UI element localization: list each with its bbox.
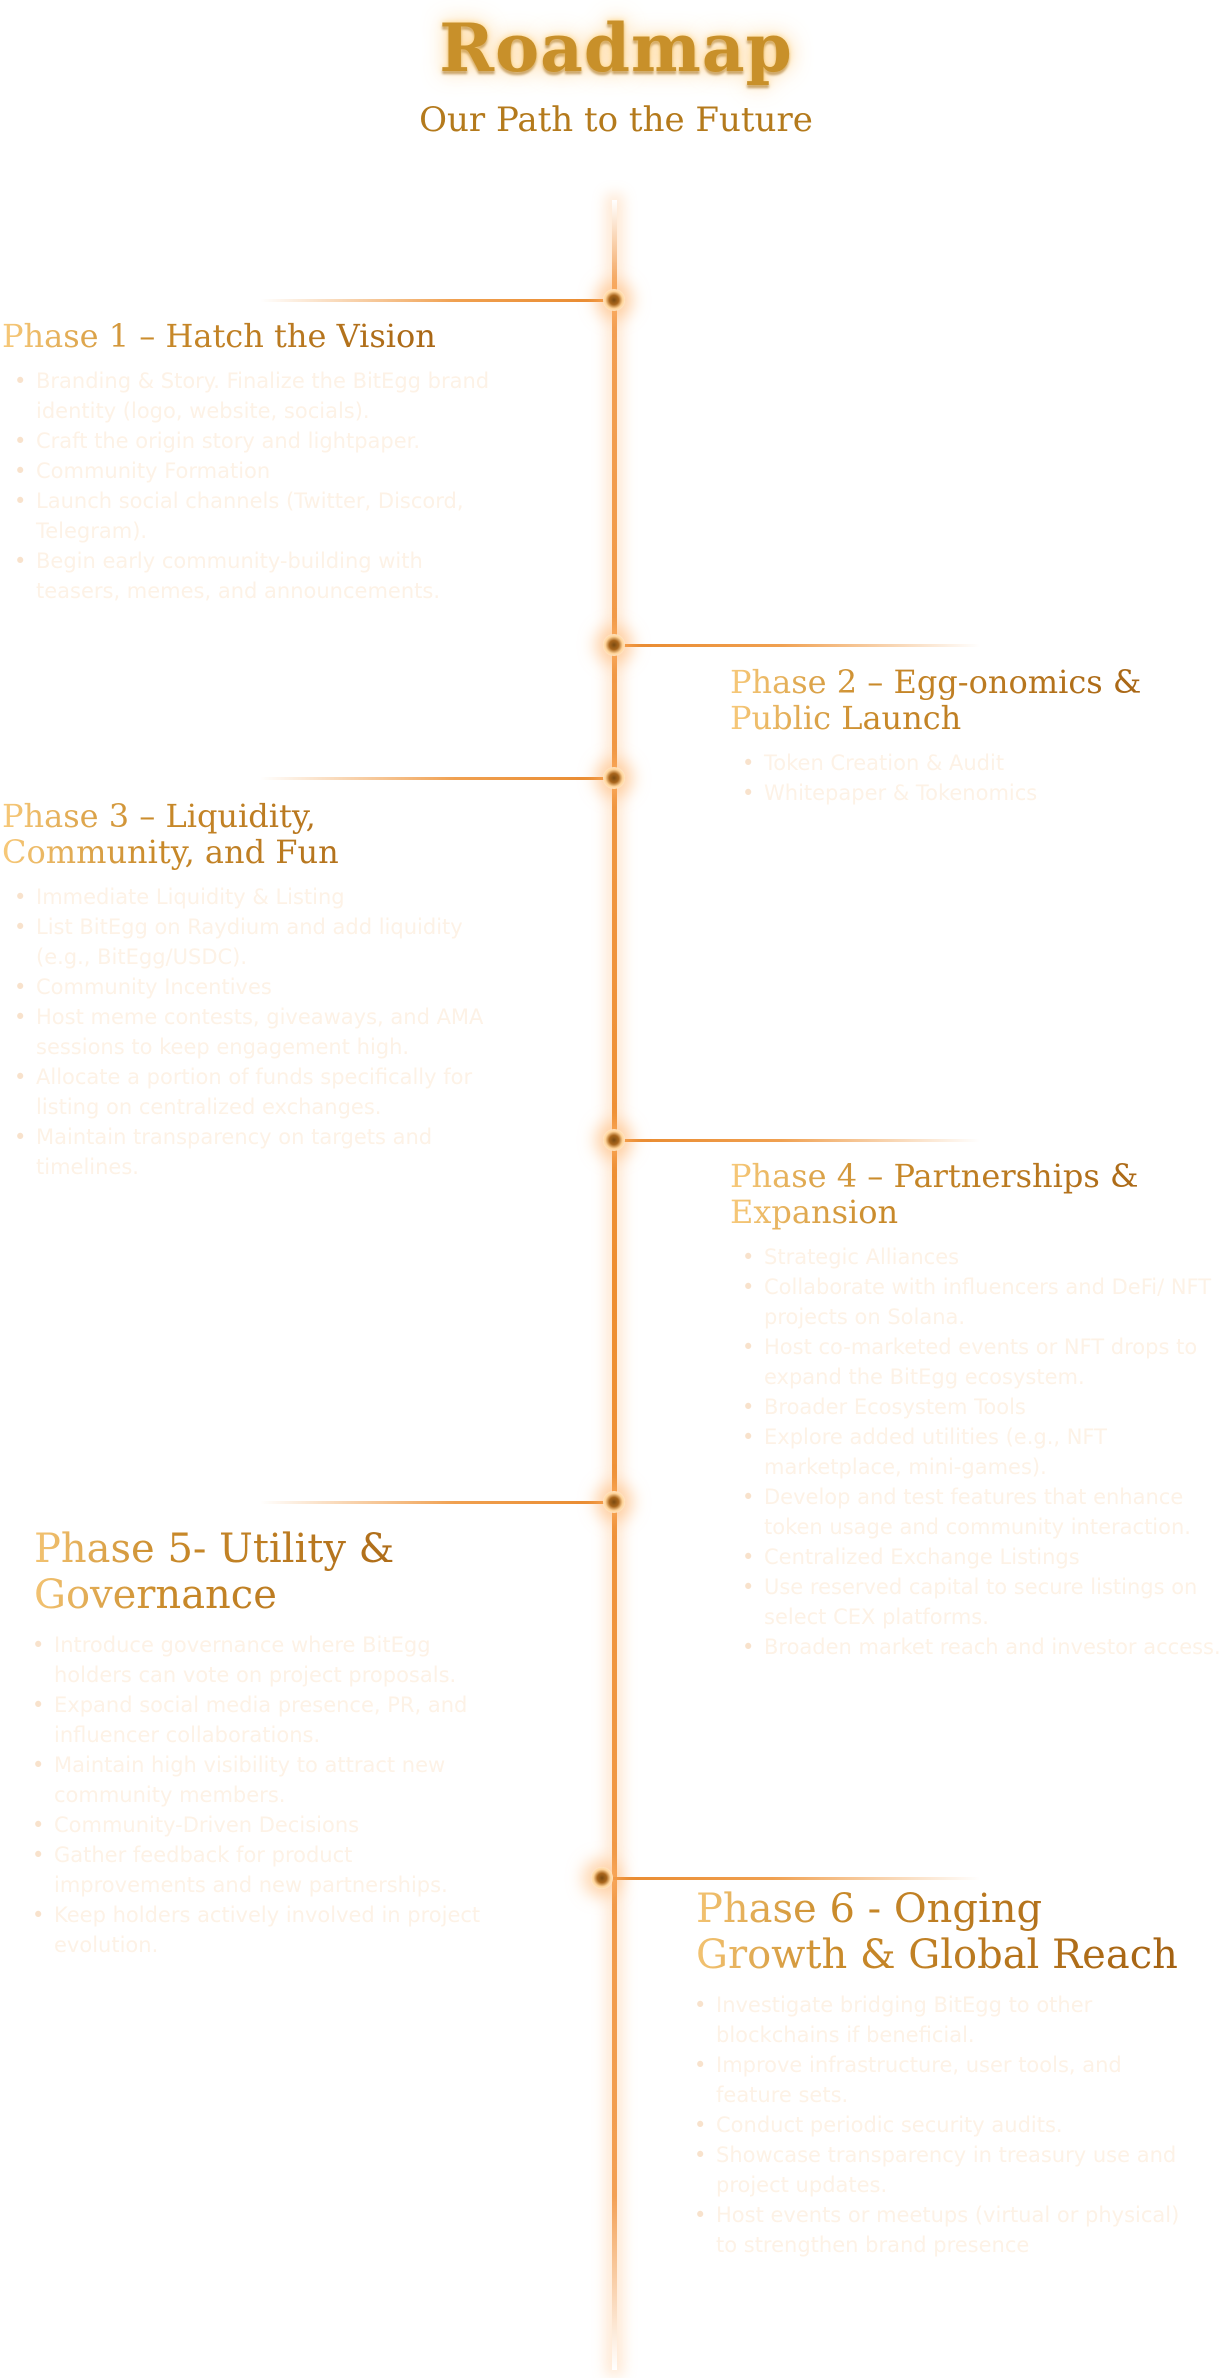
list-item: Launch social channels (Twitter, Discord… — [2, 486, 502, 546]
list-item: Branding & Story. Finalize the BitEgg br… — [2, 366, 502, 426]
list-item: Craft the origin story and lightpaper. — [2, 426, 502, 456]
list-item: Broaden market reach and investor access… — [730, 1632, 1225, 1662]
list-item: Token Creation & Audit — [730, 748, 1200, 778]
phase-6-title: Phase 6 - Onging Growth & Global Reach — [682, 1886, 1202, 1978]
phase-2-list: Token Creation & Audit Whitepaper & Toke… — [730, 748, 1200, 808]
list-item: Showcase transparency in treasury use an… — [682, 2140, 1202, 2200]
list-item: Maintain transparency on targets and tim… — [2, 1122, 502, 1182]
list-item: Investigate bridging BitEgg to other blo… — [682, 1990, 1202, 2050]
phase-4-section: Phase 4 – Partnerships & Expansion Strat… — [730, 1158, 1225, 1662]
phase-1-title: Phase 1 – Hatch the Vision — [2, 318, 502, 354]
list-item: Broader Ecosystem Tools — [730, 1392, 1225, 1422]
phase-5-list: Introduce governance where BitEgg holder… — [20, 1630, 510, 1960]
phase-2-connector — [614, 644, 980, 647]
list-item: Centralized Exchange Listings — [730, 1542, 1225, 1572]
phase-3-title: Phase 3 – Liquidity, Community, and Fun — [2, 798, 502, 870]
list-item: Develop and test features that enhance t… — [730, 1482, 1225, 1542]
list-item: Community Incentives — [2, 972, 502, 1002]
list-item: Begin early community-building with teas… — [2, 546, 502, 606]
phase-5-section: Phase 5- Utility & Governance Introduce … — [20, 1526, 510, 1960]
list-item: List BitEgg on Raydium and add liquidity… — [2, 912, 502, 972]
phase-3-section: Phase 3 – Liquidity, Community, and Fun … — [2, 798, 502, 1182]
phase-5-node — [603, 1491, 625, 1513]
phase-4-node — [603, 1129, 625, 1151]
list-item: Community-Driven Decisions — [20, 1810, 510, 1840]
list-item: Host co-marketed events or NFT drops to … — [730, 1332, 1225, 1392]
phase-5-title: Phase 5- Utility & Governance — [20, 1526, 510, 1618]
list-item: Keep holders actively involved in projec… — [20, 1900, 510, 1960]
list-item: Whitepaper & Tokenomics — [730, 778, 1200, 808]
phase-2-node — [603, 634, 625, 656]
list-item: Community Formation — [2, 456, 502, 486]
roadmap-subtitle: Our Path to the Future — [419, 100, 813, 140]
list-item: Host events or meetups (virtual or physi… — [682, 2200, 1202, 2260]
list-item: Maintain high visibility to attract new … — [20, 1750, 510, 1810]
roadmap-title: Roadmap — [439, 9, 793, 87]
list-item: Host meme contests, giveaways, and AMA s… — [2, 1002, 502, 1062]
list-item: Improve infrastructure, user tools, and … — [682, 2050, 1202, 2110]
list-item: Explore added utilities (e.g., NFT marke… — [730, 1422, 1225, 1482]
phase-4-title: Phase 4 – Partnerships & Expansion — [730, 1158, 1225, 1230]
phase-4-list: Strategic Alliances Collaborate with inf… — [730, 1242, 1225, 1662]
phase-1-list: Branding & Story. Finalize the BitEgg br… — [2, 366, 502, 606]
phase-6-list: Investigate bridging BitEgg to other blo… — [682, 1990, 1202, 2260]
phase-5-connector — [260, 1501, 616, 1504]
phase-1-connector — [260, 299, 616, 302]
phase-3-list: Immediate Liquidity & Listing List BitEg… — [2, 882, 502, 1182]
phase-4-connector — [614, 1139, 980, 1142]
phase-1-node — [603, 289, 625, 311]
list-item: Immediate Liquidity & Listing — [2, 882, 502, 912]
phase-6-node — [591, 1867, 613, 1889]
list-item: Collaborate with influencers and DeFi/ N… — [730, 1272, 1225, 1332]
phase-6-section: Phase 6 - Onging Growth & Global Reach I… — [682, 1886, 1202, 2260]
phase-2-title: Phase 2 – Egg-onomics & Public Launch — [730, 664, 1200, 736]
list-item: Expand social media presence, PR, and in… — [20, 1690, 510, 1750]
phase-2-section: Phase 2 – Egg-onomics & Public Launch To… — [730, 664, 1200, 808]
timeline-line — [612, 200, 617, 2370]
list-item: Conduct periodic security audits. — [682, 2110, 1202, 2140]
list-item: Introduce governance where BitEgg holder… — [20, 1630, 510, 1690]
list-item: Allocate a portion of funds specifically… — [2, 1062, 502, 1122]
list-item: Gather feedback for product improvements… — [20, 1840, 510, 1900]
phase-3-connector — [260, 777, 616, 780]
phase-1-section: Phase 1 – Hatch the Vision Branding & St… — [2, 318, 502, 606]
list-item: Use reserved capital to secure listings … — [730, 1572, 1225, 1632]
phase-6-connector — [602, 1877, 980, 1880]
list-item: Strategic Alliances — [730, 1242, 1225, 1272]
phase-3-node — [603, 767, 625, 789]
